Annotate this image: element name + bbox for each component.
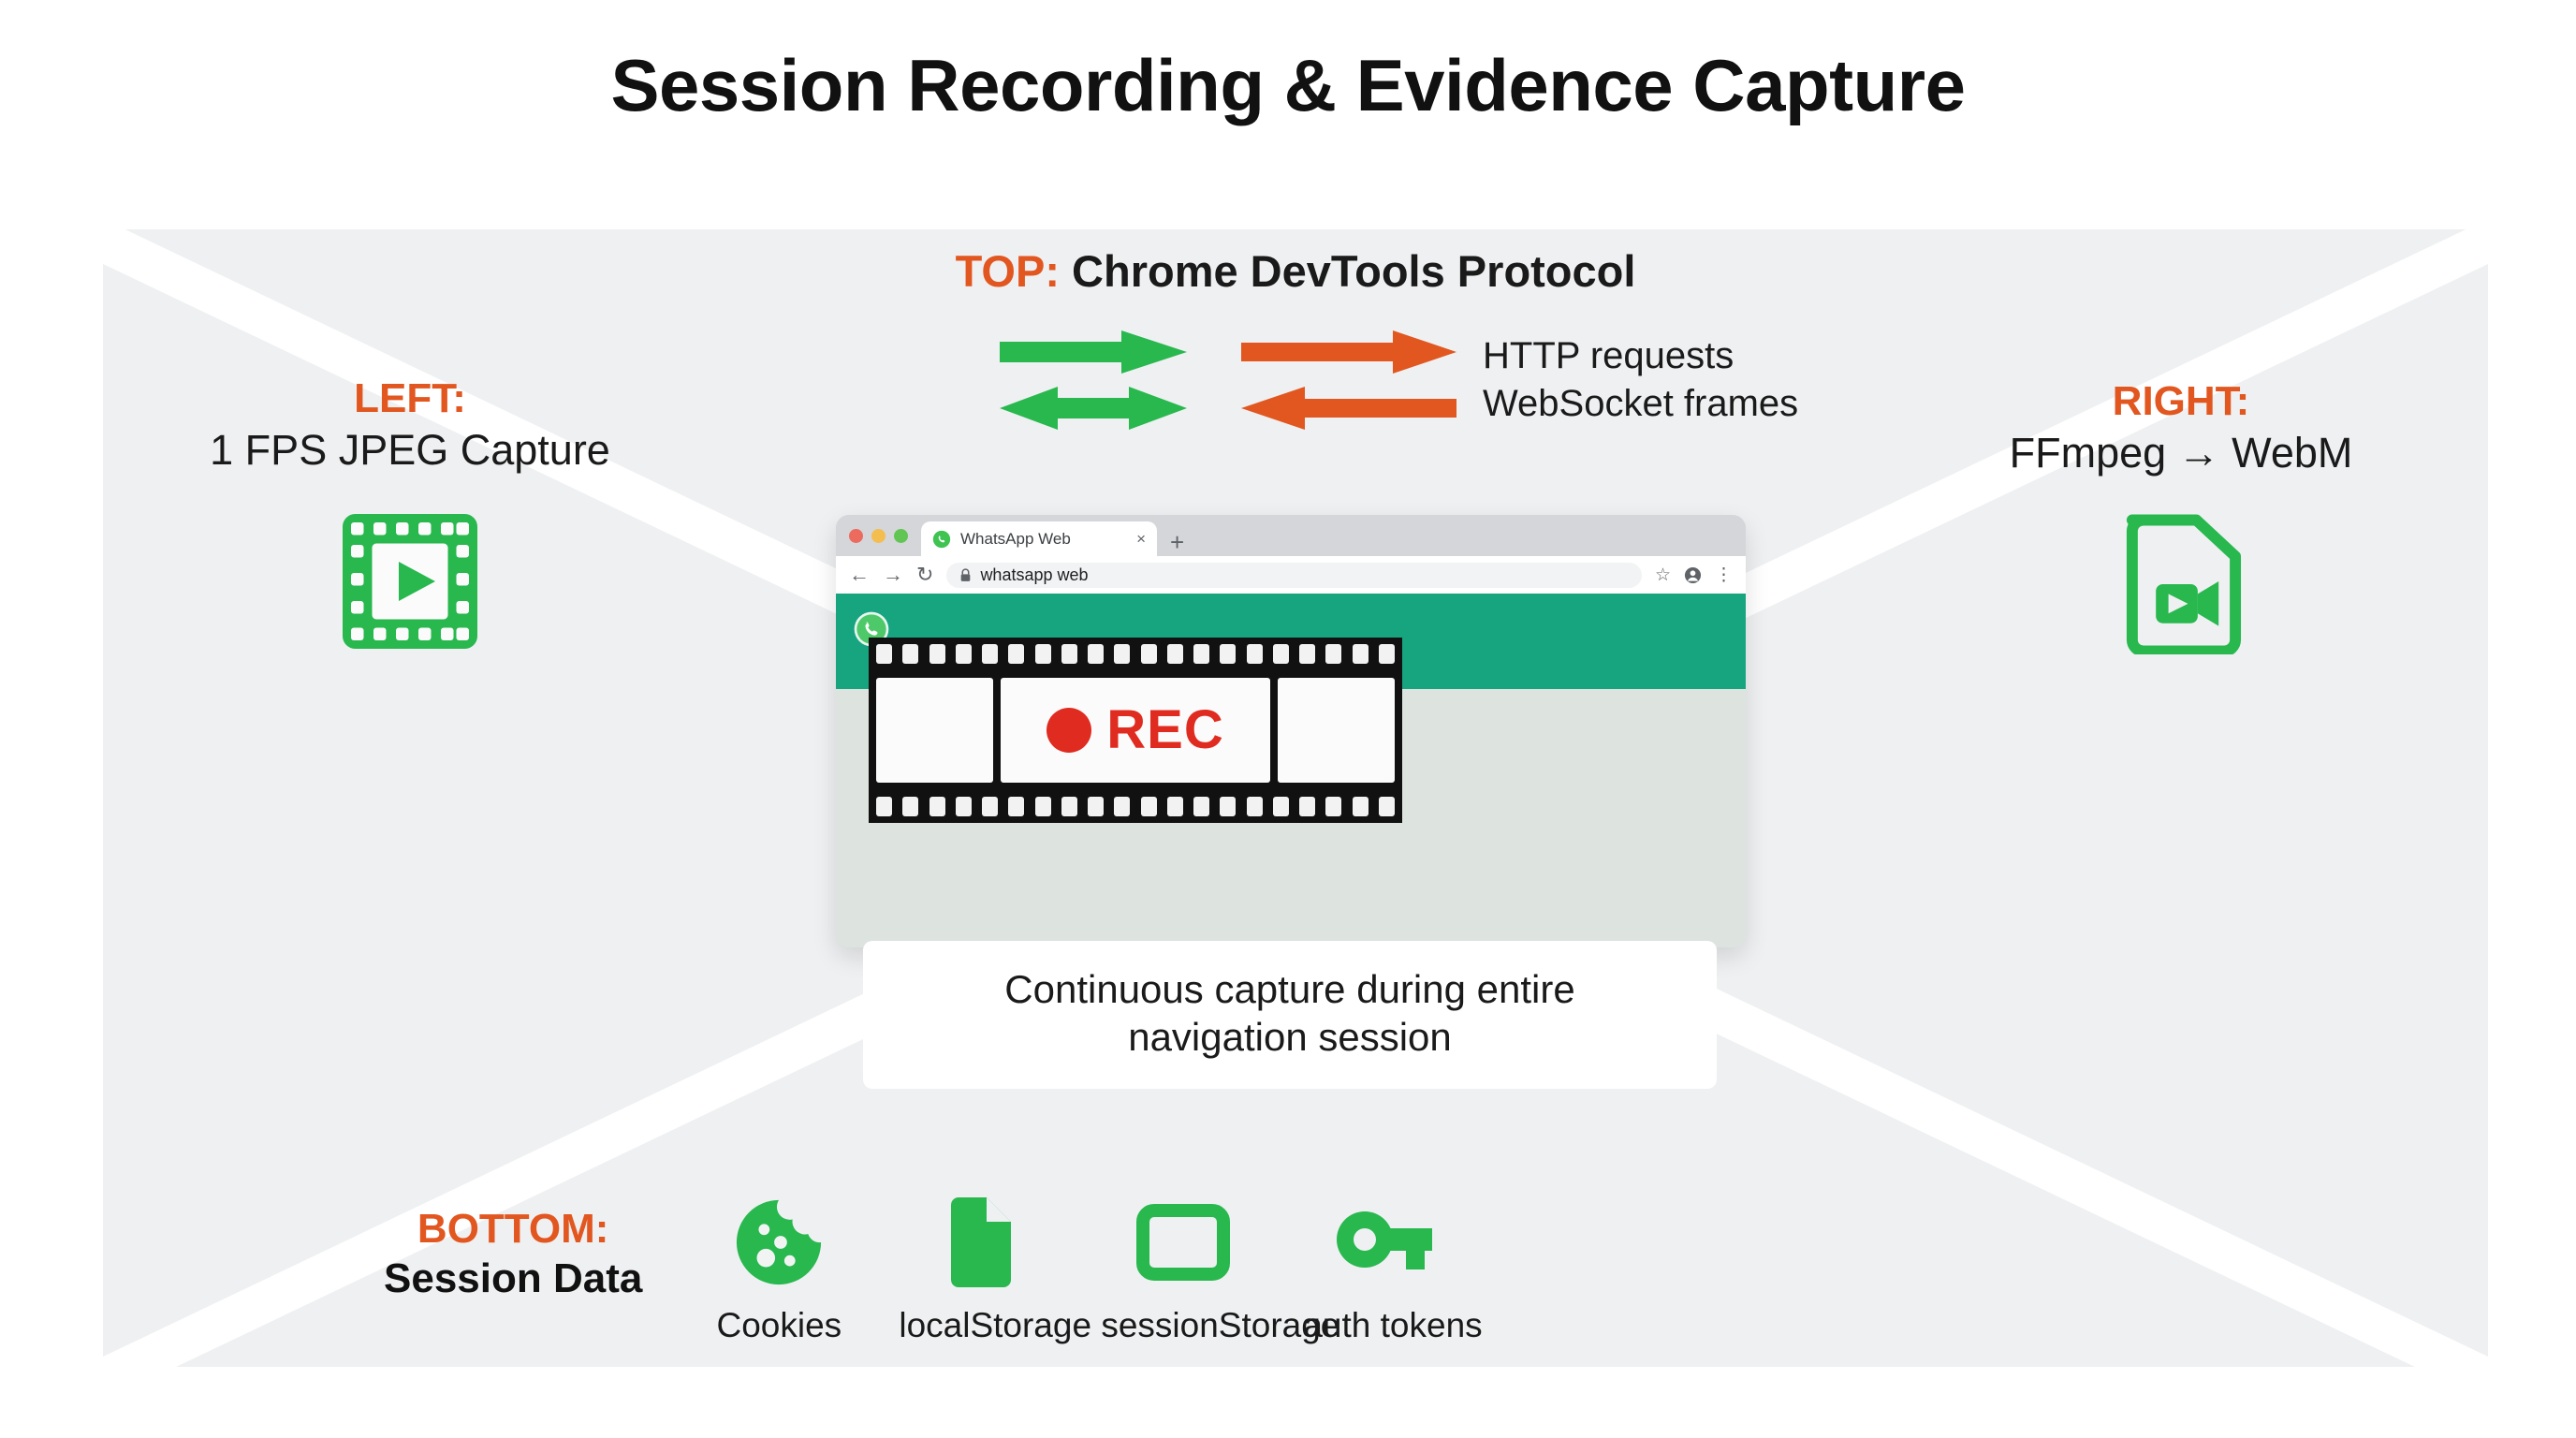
right-section: RIGHT: FFmpeg → WebM — [1919, 377, 2443, 659]
caption-card: Continuous capture during entire navigat… — [863, 941, 1717, 1090]
bookmark-star-icon[interactable]: ☆ — [1654, 565, 1671, 585]
session-data-label: auth tokens — [1303, 1306, 1483, 1344]
session-data-item-cookies: Cookies — [696, 1194, 861, 1345]
film-frame-center: REC — [1001, 678, 1270, 783]
bottom-heading: BOTTOM: Session Data — [384, 1194, 642, 1304]
forward-button[interactable]: → — [883, 563, 903, 586]
session-data-items: Cookies localStorage sessionStorage — [696, 1194, 1483, 1345]
film-frame-left — [876, 678, 993, 783]
green-arrow-pair — [1000, 330, 1187, 430]
orange-arrow-pair — [1241, 330, 1456, 430]
back-button[interactable]: ← — [849, 563, 870, 586]
browser-tab[interactable]: WhatsApp Web × — [921, 521, 1157, 556]
left-kicker: LEFT: — [354, 375, 466, 421]
session-data-item-auth-tokens: auth tokens — [1303, 1194, 1483, 1345]
session-data-item-sessionstorage: sessionStorage — [1101, 1194, 1340, 1345]
left-section: LEFT: 1 FPS JPEG Capture — [148, 374, 672, 656]
profile-icon[interactable] — [1684, 566, 1702, 584]
filmstrip-perforations-top — [869, 644, 1402, 664]
caption-line-1: Continuous capture during entire — [1004, 967, 1575, 1011]
cdp-arrow-group: HTTP requests WebSocket frames — [1000, 330, 1798, 430]
http-requests-label: HTTP requests — [1483, 334, 1734, 376]
right-label: FFmpeg → WebM — [2009, 428, 2353, 477]
left-label: 1 FPS JPEG Capture — [210, 425, 610, 474]
whatsapp-icon — [932, 530, 951, 548]
reload-button[interactable]: ↻ — [916, 563, 934, 586]
key-icon — [1303, 1194, 1468, 1291]
browser-content-area: REC — [836, 594, 1746, 947]
document-file-icon — [899, 1194, 1063, 1291]
bottom-kicker: BOTTOM: — [417, 1206, 609, 1252]
cdp-arrow-labels: HTTP requests WebSocket frames — [1483, 334, 1799, 424]
browser-window-icon — [1101, 1194, 1266, 1291]
green-bidirectional-arrow-icon — [1000, 387, 1187, 430]
film-frame-right — [1278, 678, 1395, 783]
top-label: Chrome DevTools Protocol — [1072, 246, 1636, 296]
record-dot-icon — [1046, 708, 1092, 753]
top-heading: TOP: Chrome DevTools Protocol — [103, 246, 2488, 297]
top-section: TOP: Chrome DevTools Protocol — [103, 246, 2488, 297]
session-data-item-localstorage: localStorage — [899, 1194, 1092, 1345]
traffic-lights — [849, 515, 921, 556]
address-bar[interactable]: whatsapp web — [946, 562, 1642, 588]
orange-left-arrow-icon — [1241, 387, 1456, 430]
orange-right-arrow-icon — [1241, 330, 1456, 374]
lock-icon — [961, 567, 971, 581]
right-kicker: RIGHT: — [2112, 378, 2250, 424]
browser-menu-icon[interactable]: ⋮ — [1715, 565, 1733, 585]
browser-tab-title: WhatsApp Web — [960, 529, 1071, 548]
filmstrip-frames: REC — [869, 678, 1402, 783]
bottom-label: Session Data — [384, 1255, 643, 1301]
filmstrip-perforations-bottom — [869, 797, 1402, 816]
session-data-label: sessionStorage — [1101, 1306, 1340, 1344]
film-play-icon — [148, 511, 672, 656]
window-minimize-button[interactable] — [871, 528, 886, 543]
diagram-panel: TOP: Chrome DevTools Protocol HTTP reque… — [103, 229, 2488, 1367]
session-data-label: localStorage — [899, 1306, 1092, 1344]
green-right-arrow-icon — [1000, 330, 1187, 374]
cookie-icon — [696, 1194, 861, 1291]
address-bar-url: whatsapp web — [980, 565, 1089, 584]
window-close-button[interactable] — [849, 528, 863, 543]
session-data-label: Cookies — [716, 1306, 842, 1344]
bottom-section: BOTTOM: Session Data Cookies — [384, 1194, 1483, 1345]
websocket-frames-label: WebSocket frames — [1483, 383, 1799, 424]
browser-window-mockup: WhatsApp Web × + ← → ↻ whatsapp web ☆ — [836, 515, 1746, 947]
page-title: Session Recording & Evidence Capture — [610, 44, 1966, 126]
new-tab-button[interactable]: + — [1170, 528, 1185, 556]
browser-toolbar: ← → ↻ whatsapp web ☆ ⋮ — [836, 556, 1746, 594]
tab-close-icon[interactable]: × — [1136, 529, 1146, 548]
top-kicker: TOP: — [955, 246, 1060, 296]
rec-label: REC — [1106, 699, 1224, 760]
window-maximize-button[interactable] — [894, 528, 908, 543]
filmstrip-recording-overlay: REC — [869, 638, 1402, 823]
browser-tab-bar: WhatsApp Web × + — [836, 515, 1746, 556]
caption-line-2: navigation session — [1128, 1015, 1452, 1060]
video-file-icon — [1919, 514, 2443, 659]
